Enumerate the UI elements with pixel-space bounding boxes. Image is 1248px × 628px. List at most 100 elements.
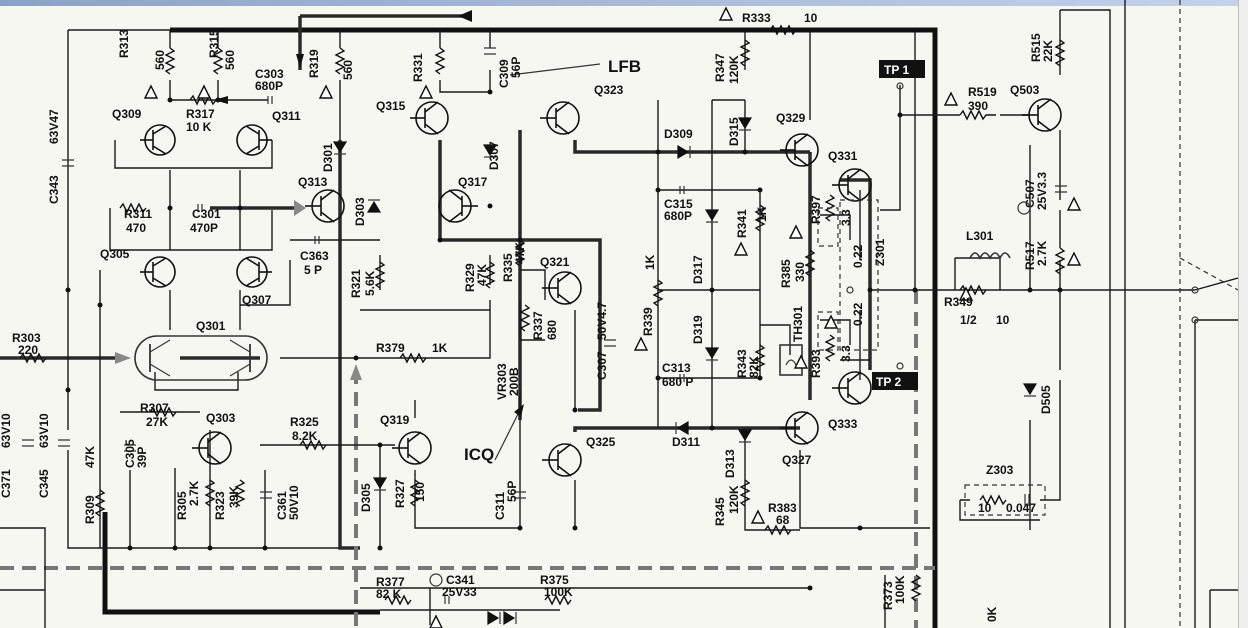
label-r383-value: 68 [776,513,790,527]
label-r397-value-2: 0.22 [851,244,865,268]
label-r343: R343 [735,349,749,378]
label-r393-value: 3.3 [839,345,853,362]
label-l301: L301 [966,229,994,243]
label-r393-value-2: 0.22 [851,302,865,326]
label-r519: R519 [968,85,997,99]
label-r397: R397 [809,195,823,224]
label-r327: R327 [393,479,407,508]
tp2-badge [872,372,918,390]
r397-box [817,207,839,247]
label-r343-value: 82K [747,356,761,378]
label-r315-value: 560 [223,50,237,70]
transistor-q309 [140,124,176,156]
label-r305-value: 2.7K [187,480,201,506]
signal-arrows [115,10,601,461]
label-q503: Q503 [1010,83,1040,97]
label-r347: R347 [713,53,727,82]
label-q309: Q309 [112,107,142,121]
junction-dots [65,27,1063,591]
label-c343: C343 [47,175,61,204]
label-r333-value: 10 [804,11,818,25]
label-r307: R307 [140,401,169,415]
label-r349-value: 10 [996,313,1010,327]
label-r323: R323 [213,491,227,520]
label-r315: R315 [207,29,221,58]
label-d309: D309 [664,127,693,141]
label-r515: R515 [1029,33,1043,62]
label-q323: Q323 [594,83,624,97]
transistor-q307 [236,256,272,288]
transistor-q319 [392,431,432,465]
label-z303: Z303 [986,463,1014,477]
label-z303-value-2: 0.047 [1006,501,1036,515]
label-r339: R339 [641,307,655,336]
label-d301: D301 [321,143,335,172]
label-r383: R383 [768,501,797,515]
label-r311-value: 470 [126,221,146,235]
label-th301: TH301 [791,306,805,342]
label-r337-value: 680 [545,320,559,340]
label-c371: C371 [0,469,13,498]
label-r329: R329 [463,263,477,292]
label-z301: Z301 [873,238,887,266]
label-r335-value: 47K [513,242,527,264]
label-r335: R335 [501,253,515,282]
label-r349-note: 1/2 [960,313,977,327]
label-c305-value: 39P [135,447,149,468]
labels: R333 10 R313 560 R315 560 C303 680P R319… [0,11,1055,622]
label-r319: R319 [307,49,321,78]
label-c345-value: 63V10 [37,413,51,448]
label-c313-value: 680 P [662,375,693,389]
transistor-q503 [1022,98,1062,132]
label-d505: D505 [1039,385,1053,414]
label-r305: R305 [175,491,189,520]
label-d307: D307 [487,141,501,170]
transistor-q303 [192,431,232,465]
label-vr303-value: 200B [507,367,521,396]
label-q305: Q305 [100,247,130,261]
label-vr303: VR303 [495,363,509,400]
label-c303: C303 [255,67,284,81]
label-c307-value: 50V4.7 [595,302,609,340]
transistor-q317 [438,189,478,223]
label-d311: D311 [672,435,700,449]
label-r329-value: 47K [475,264,489,286]
label-lfb: LFB [608,57,641,76]
label-r375: R375 [540,573,569,587]
label-q327: Q327 [782,453,812,467]
label-r307-value: 27K [146,415,168,429]
label-q331: Q331 [828,149,858,163]
label-r347-value: 120K [727,55,741,84]
label-d317: D317 [691,255,705,284]
capacitors [22,47,1067,604]
label-r309: R309 [83,495,97,524]
label-r321: R321 [349,269,363,298]
label-r519-value: 390 [968,99,988,113]
diodes [332,117,1038,626]
label-r313-value: 560 [153,50,167,70]
label-c507: C507 [1023,179,1037,208]
transistors [140,98,1062,477]
label-r337: R337 [531,311,545,340]
label-c305: C305 [123,439,137,468]
label-r325: R325 [290,415,319,429]
label-r309-value: 47K [83,446,97,468]
label-r341-value: 1K [755,206,769,222]
transistor-pair-q301 [134,335,268,381]
label-c315-value: 680P [664,209,692,223]
label-r393: R393 [809,349,823,378]
transistor-q325 [542,443,582,477]
label-c301: C301 [192,207,221,221]
transistor-q333 [832,371,872,405]
transistor-q305 [140,256,176,288]
label-r377: R377 [376,575,405,589]
tp1-badge [879,60,925,78]
test-point-circles [846,82,1199,370]
label-r345-value: 120K [727,485,741,514]
label-c507-value: 25V3.3 [1035,172,1049,210]
label-r317: R317 [186,107,215,121]
window-top-strip [0,0,1248,6]
label-c307: C307 [595,351,609,380]
zobel-box-z301 [839,199,879,351]
label-r303-value: 220 [18,343,38,357]
